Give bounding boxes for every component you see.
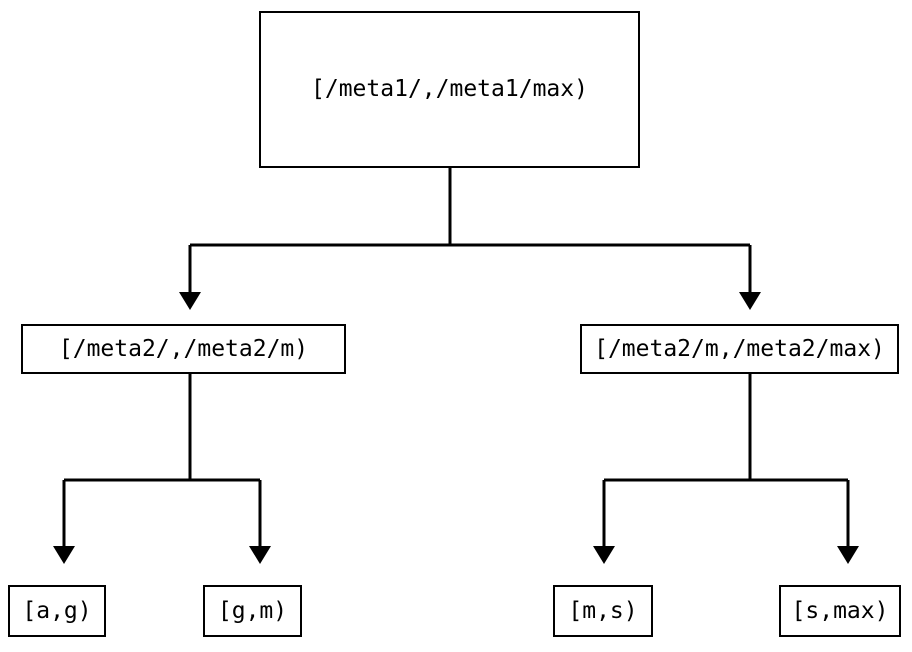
tree-node-mid-right-label: [/meta2/m,/meta2/max) [594, 335, 885, 362]
tree-node-mid-right[interactable]: [/meta2/m,/meta2/max) [580, 324, 899, 374]
tree-node-leaf-4[interactable]: [s,max) [779, 585, 901, 637]
tree-node-mid-left[interactable]: [/meta2/,/meta2/m) [21, 324, 346, 374]
tree-node-root-label: [/meta1/,/meta1/max) [311, 76, 588, 102]
tree-node-leaf-4-label: [s,max) [791, 597, 889, 624]
tree-node-leaf-3[interactable]: [m,s) [553, 585, 653, 637]
edge-root-to-mid-right [739, 245, 761, 310]
edge-root-to-mid-left [179, 168, 750, 310]
edge-midleft-to-leaf2 [249, 480, 271, 564]
tree-node-mid-left-label: [/meta2/,/meta2/m) [58, 335, 309, 362]
tree-node-leaf-2-label: [g,m) [217, 597, 288, 624]
edge-midright-to-leaf3 [593, 374, 848, 564]
tree-node-leaf-3-label: [m,s) [568, 597, 638, 624]
edge-midright-to-leaf4 [837, 480, 859, 564]
tree-node-leaf-2[interactable]: [g,m) [203, 585, 302, 637]
tree-node-root[interactable]: [/meta1/,/meta1/max) [259, 11, 640, 168]
tree-node-leaf-1[interactable]: [a,g) [8, 585, 106, 637]
tree-node-leaf-1-label: [a,g) [22, 597, 92, 624]
edge-midleft-to-leaf1 [53, 374, 260, 564]
